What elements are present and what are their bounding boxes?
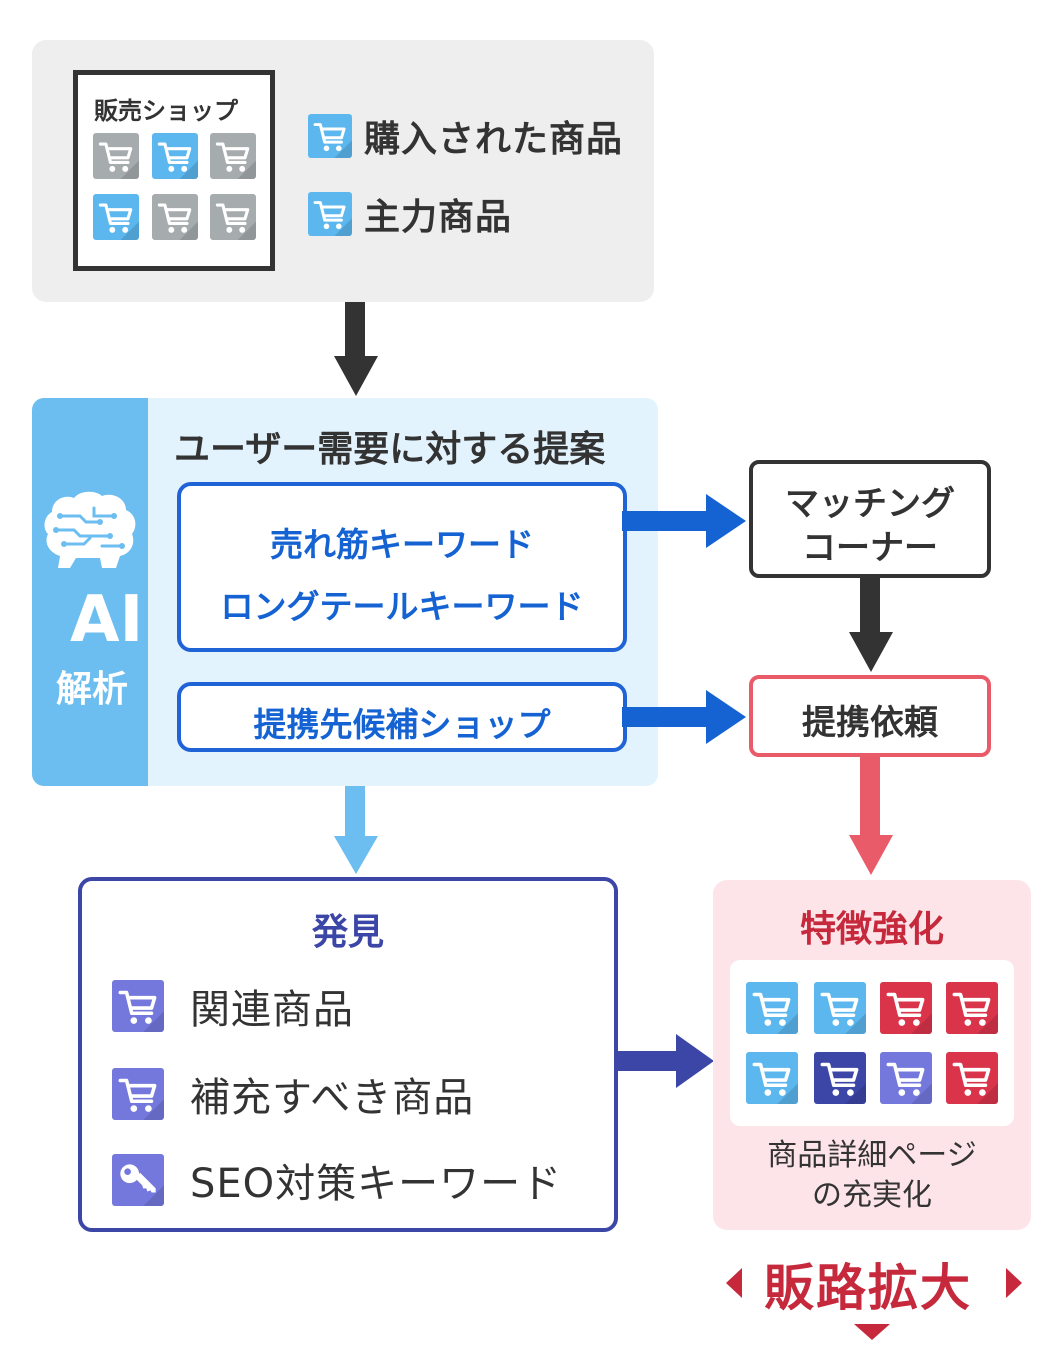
legend-purchased-label: 購入された商品 — [364, 119, 624, 160]
discovery-item-restock: 補充すべき商品 — [112, 1065, 474, 1123]
cart-icon — [746, 1052, 798, 1104]
partner-candidates-box: 提携先候補ショップ — [177, 682, 627, 752]
legend-main-products-label: 主力商品 — [364, 197, 513, 238]
matching-line-2: コーナー — [802, 528, 938, 568]
sales-channel-expansion: 販路拡大 — [764, 1259, 972, 1317]
cart-icon — [880, 982, 932, 1034]
cart-icon — [112, 980, 164, 1032]
chevron-left-icon — [726, 1268, 742, 1298]
arrow-down-dark — [849, 578, 893, 672]
cart-icon — [308, 192, 352, 236]
keyword-box: 売れ筋キーワード ロングテールキーワード — [177, 482, 627, 652]
feature-title: 特徴強化 — [799, 909, 944, 950]
partner-request-label: 提携依頼 — [802, 703, 938, 743]
cart-icon — [308, 114, 352, 158]
product-tile-blue-cart-icon — [152, 133, 198, 179]
partner-candidates-label: 提携先候補ショップ — [253, 705, 551, 744]
partner-request-box: 提携依頼 — [749, 675, 991, 757]
feature-caption-line-2: の充実化 — [812, 1178, 932, 1213]
discovery-item-related: 関連商品 — [112, 977, 354, 1035]
product-tile-gray-cart-icon — [93, 133, 139, 179]
arrow-down-pink — [849, 757, 893, 875]
product-tile-blue-cart-icon — [93, 194, 139, 240]
matching-line-1: マッチング — [785, 484, 955, 524]
feature-enhancement-box: 特徴強化 — [713, 880, 1031, 1230]
discovery-title: 発見 — [311, 912, 384, 953]
arrow-right-blue — [622, 494, 746, 548]
discovery-item-seo: SEO対策キーワード — [112, 1151, 562, 1209]
ai-subtitle: 解析 — [55, 669, 128, 710]
ai-sidebar: AI 解析 — [32, 398, 148, 786]
ai-analysis-panel: AI 解析 ユーザー需要に対する提案 売れ筋キーワード ロングテールキーワード … — [32, 398, 658, 786]
keyword-line-1: 売れ筋キーワード — [270, 525, 534, 564]
legend-main-products: 主力商品 — [308, 188, 512, 240]
brain-circuit-icon — [44, 491, 136, 568]
cart-icon — [946, 1052, 998, 1104]
product-tile-gray-cart-icon — [210, 133, 256, 179]
product-grid — [730, 960, 1014, 1126]
product-tile-gray-cart-icon — [152, 194, 198, 240]
chevron-right-icon — [1006, 1268, 1022, 1298]
cart-icon — [112, 1068, 164, 1120]
discovery-item-label: 補充すべき商品 — [190, 1075, 475, 1121]
shop-frame: 販売ショップ — [73, 70, 275, 271]
cart-icon — [814, 982, 866, 1034]
shop-title: 販売ショップ — [94, 97, 238, 125]
cart-icon — [746, 982, 798, 1034]
discovery-item-label: 関連商品 — [190, 987, 354, 1033]
feature-caption-line-1: 商品詳細ページ — [767, 1138, 977, 1173]
cart-icon — [880, 1052, 932, 1104]
arrow-right-blue — [622, 690, 746, 744]
legend-purchased: 購入された商品 — [308, 110, 623, 162]
arrow-right-indigo — [616, 1034, 714, 1088]
arrow-down-dark — [334, 302, 378, 396]
matching-corner-box: マッチング コーナー — [749, 460, 991, 578]
chevron-down-icon — [854, 1324, 890, 1340]
discovery-box: 発見 関連商品 補充すべき商品 SEO対策キーワード — [78, 877, 618, 1232]
arrow-down-light-blue — [334, 786, 378, 874]
keyword-line-2: ロングテールキーワード — [220, 587, 584, 626]
ai-title: AI — [70, 583, 144, 657]
cart-icon — [814, 1052, 866, 1104]
discovery-item-label: SEO対策キーワード — [190, 1161, 563, 1207]
product-tile-gray-cart-icon — [210, 194, 256, 240]
key-icon — [112, 1154, 164, 1206]
ai-heading: ユーザー需要に対する提案 — [174, 429, 606, 470]
cart-icon — [946, 982, 998, 1034]
